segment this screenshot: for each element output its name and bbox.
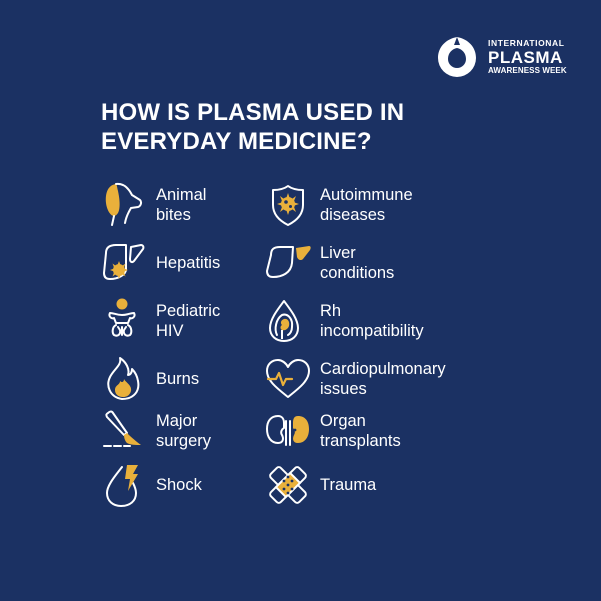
list-item-animal-bites: Animal bites bbox=[100, 181, 206, 229]
item-label-line-1: Cardiopulmonary bbox=[320, 360, 446, 378]
logo: INTERNATIONAL PLASMA AWARENESS WEEK bbox=[434, 34, 567, 80]
list-item-trauma: Trauma bbox=[264, 461, 376, 509]
drop-lightning-icon bbox=[100, 461, 148, 509]
title-line-1: HOW IS PLASMA USED IN bbox=[101, 99, 405, 126]
flame-icon bbox=[100, 355, 148, 403]
item-label-line-1: Autoimmune bbox=[320, 186, 413, 204]
list-item-organ-transplants: Organ transplants bbox=[264, 407, 401, 455]
item-label-line-2: transplants bbox=[320, 432, 401, 450]
item-label-line-1: Major bbox=[156, 412, 198, 430]
page-title: HOW IS PLASMA USED IN EVERYDAY MEDICINE? bbox=[101, 98, 404, 156]
plasma-drop-ring-icon bbox=[434, 34, 480, 80]
item-label-line-1: Organ bbox=[320, 412, 366, 430]
liver-icon bbox=[264, 239, 312, 287]
item-label-line-2: conditions bbox=[320, 264, 395, 282]
item-label-line-2: diseases bbox=[320, 206, 386, 224]
item-label-line-2: incompatibility bbox=[320, 322, 424, 340]
kidney-icon bbox=[264, 407, 312, 455]
logo-line-3: AWARENESS WEEK bbox=[488, 65, 567, 75]
shield-virus-icon bbox=[264, 181, 312, 229]
scalpel-icon bbox=[100, 407, 148, 455]
item-label-line-2: issues bbox=[320, 380, 367, 398]
title-line-2: EVERYDAY MEDICINE? bbox=[101, 128, 372, 155]
bandage-icon bbox=[264, 461, 312, 509]
item-label-line-1: Hepatitis bbox=[156, 254, 221, 272]
item-label-line-2: HIV bbox=[156, 322, 184, 340]
item-label-line-1: Rh bbox=[320, 302, 342, 320]
heart-pulse-icon bbox=[264, 355, 312, 403]
drop-fetus-icon bbox=[264, 297, 312, 345]
item-label-line-1: Pediatric bbox=[156, 302, 221, 320]
list-item-rh-incompatibility: Rh incompatibility bbox=[264, 297, 424, 345]
logo-line-1: INTERNATIONAL bbox=[488, 38, 565, 49]
item-label-line-1: Trauma bbox=[320, 476, 377, 494]
list-item-cardiopulmonary-issues: Cardiopulmonary issues bbox=[264, 355, 446, 403]
list-item-shock: Shock bbox=[100, 461, 202, 509]
item-label-line-1: Shock bbox=[156, 476, 202, 494]
list-item-major-surgery: Major surgery bbox=[100, 407, 211, 455]
logo-line-2: PLASMA bbox=[488, 47, 563, 67]
item-label-line-1: Animal bbox=[156, 186, 207, 204]
list-item-autoimmune-diseases: Autoimmune diseases bbox=[264, 181, 413, 229]
list-item-pediatric-hiv: Pediatric HIV bbox=[100, 297, 220, 345]
list-item-burns: Burns bbox=[100, 355, 199, 403]
liver-virus-icon bbox=[100, 239, 148, 287]
dog-head-icon bbox=[100, 181, 148, 229]
item-label-line-1: Burns bbox=[156, 370, 200, 388]
item-label-line-2: surgery bbox=[156, 432, 212, 450]
list-item-liver-conditions: Liver conditions bbox=[264, 239, 394, 287]
baby-icon bbox=[100, 297, 148, 345]
item-label-line-2: bites bbox=[156, 206, 191, 224]
list-item-hepatitis: Hepatitis bbox=[100, 239, 220, 287]
item-label-line-1: Liver bbox=[320, 244, 356, 262]
